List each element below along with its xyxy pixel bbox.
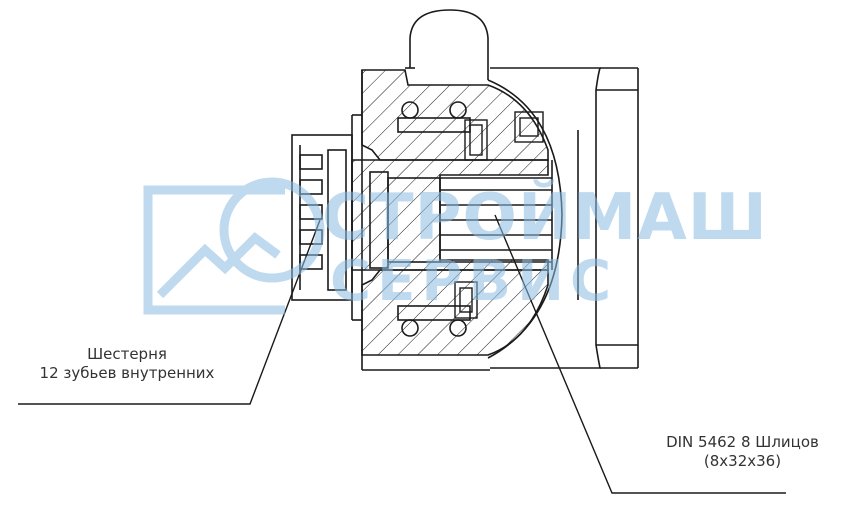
bearing-balls — [397, 101, 471, 337]
spline-callout-line2: (8x32x36) — [703, 452, 782, 470]
leader-lines — [18, 214, 786, 494]
shaft-splines — [369, 160, 553, 270]
watermark-logo-icon — [143, 177, 325, 315]
gear-callout-line1: Шестерня — [87, 345, 167, 363]
top-boss — [405, 9, 489, 80]
housing-outline — [490, 67, 639, 369]
spline-callout-line1: DIN 5462 8 Шлицов — [666, 433, 819, 451]
gear-callout-label: Шестерня 12 зубьев внутренних — [22, 345, 232, 383]
spline-leader — [494, 214, 786, 494]
gear-leader — [18, 219, 321, 405]
gear-callout-line2: 12 зубьев внутренних — [39, 364, 215, 382]
housing-section-upper — [361, 69, 549, 161]
section-break-curve — [487, 79, 563, 359]
spline-callout-label: DIN 5462 8 Шлицов (8x32x36) — [640, 433, 845, 471]
watermark-subtitle: СЕРВИС — [330, 249, 618, 314]
watermark-title: СТРОЙМАШ — [322, 181, 768, 255]
